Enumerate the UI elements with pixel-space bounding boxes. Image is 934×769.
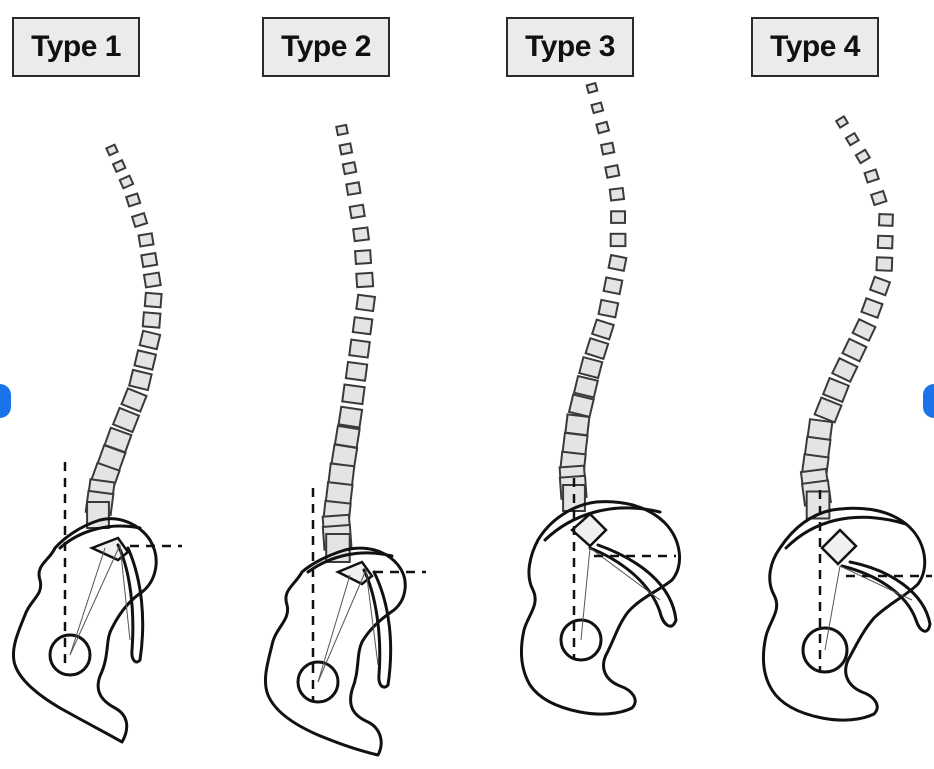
type-4-vertebra bbox=[842, 339, 866, 362]
type-4-vertebra bbox=[871, 191, 886, 205]
type-3-vertebra bbox=[569, 395, 594, 417]
type-1-vertebra bbox=[134, 350, 155, 369]
type-1-vertebra bbox=[113, 408, 139, 432]
type-1-vertebra bbox=[106, 145, 117, 156]
type-3-vertebra bbox=[601, 143, 614, 155]
type-4-vertebra bbox=[870, 277, 890, 295]
type-4-vertebra bbox=[865, 170, 879, 183]
type-2-vertebra bbox=[346, 362, 367, 381]
type-3-vertebra bbox=[587, 83, 598, 93]
type-1-vertebra bbox=[143, 312, 161, 327]
type-3-vertebra bbox=[574, 376, 598, 397]
type-3-vertebra bbox=[565, 414, 589, 435]
type-4-vertebra bbox=[832, 358, 857, 382]
type-3-vertebra bbox=[599, 300, 619, 317]
type-2-vertebra bbox=[353, 227, 369, 241]
type-4-vertebra bbox=[856, 150, 870, 163]
type-2-vertebra bbox=[346, 182, 360, 195]
type-4-vertebra bbox=[846, 133, 859, 145]
type-1-vertebra bbox=[139, 233, 154, 246]
type-1-vertebra bbox=[144, 273, 161, 288]
type-3-vertebra bbox=[611, 211, 625, 223]
type-1-vertebra bbox=[140, 331, 160, 349]
spine-vertebrae-group bbox=[86, 83, 893, 562]
type-3-vertebra bbox=[592, 320, 614, 340]
type-2-vertebra bbox=[355, 250, 371, 264]
type-4-vertebra bbox=[879, 214, 893, 226]
type-1-vertebra bbox=[141, 253, 157, 267]
type-2-vertebra bbox=[339, 407, 363, 428]
type-3-vertebra bbox=[604, 277, 623, 294]
type-2-vertebra bbox=[350, 205, 365, 218]
type-2-vertebra bbox=[349, 340, 369, 358]
type-1-vertebra bbox=[113, 160, 125, 172]
type-1-vertebra bbox=[120, 176, 133, 189]
type-4-vertebra bbox=[815, 398, 842, 423]
type-2-vertebra bbox=[353, 317, 373, 334]
type-2-vertebra bbox=[343, 162, 356, 174]
type-2-vertebra bbox=[356, 295, 375, 311]
type-1-vertebra bbox=[132, 213, 147, 227]
type-1-vertebra bbox=[122, 388, 147, 411]
type-3-vertebra bbox=[609, 255, 627, 271]
type-3-vertebra bbox=[586, 338, 609, 359]
type-2-vertebra bbox=[340, 143, 352, 154]
type-4-vertebra bbox=[878, 236, 893, 249]
type-3-vertebra bbox=[610, 188, 624, 200]
type-4-vertebra bbox=[853, 319, 876, 340]
type-4-vertebra bbox=[823, 378, 849, 402]
type-4-vertebra bbox=[861, 298, 882, 317]
type-3-vertebra bbox=[592, 103, 604, 113]
type-2-vertebra bbox=[342, 385, 364, 405]
type-2-vertebra bbox=[336, 125, 347, 135]
type-4-pelvis bbox=[764, 490, 932, 720]
chevron-right-icon[interactable] bbox=[923, 384, 934, 418]
type-1-vertebra bbox=[126, 194, 140, 207]
type-4-vertebra bbox=[836, 116, 848, 127]
type-2-vertebra bbox=[356, 273, 373, 287]
type-4-vertebra bbox=[876, 257, 892, 270]
type-3-pelvis bbox=[522, 478, 680, 714]
type-1-vertebra bbox=[145, 293, 162, 308]
type-3-vertebra bbox=[579, 357, 602, 378]
type-3-vertebra bbox=[605, 165, 619, 177]
type-3-vertebra bbox=[596, 122, 609, 133]
type-3-vertebra bbox=[611, 234, 626, 246]
type-1-vertebra bbox=[129, 370, 151, 390]
